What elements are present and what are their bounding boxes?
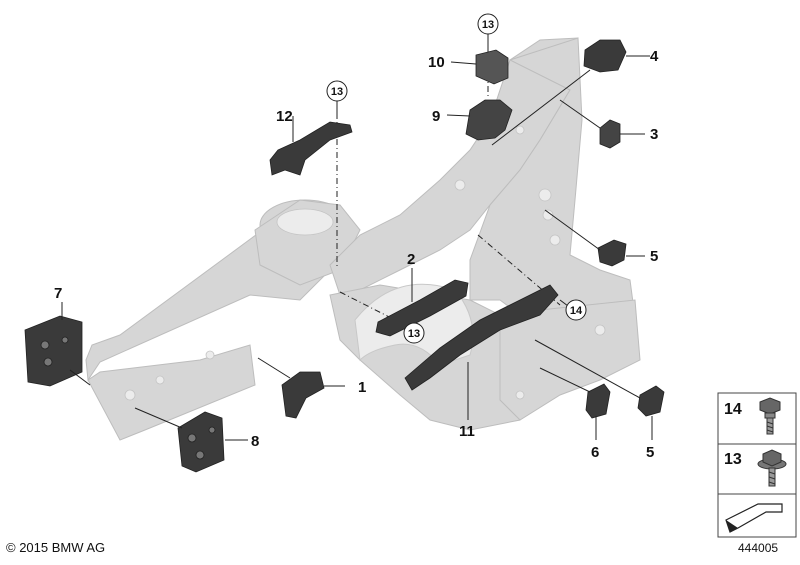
direction-arrow-icon: [725, 503, 783, 533]
diagram-id: 444005: [738, 541, 779, 555]
callout-3: 3: [650, 126, 658, 143]
bracket-part-9: [465, 99, 513, 141]
rail-part-11: [404, 284, 559, 391]
bracket-part-12: [269, 121, 353, 176]
flange-bolt-icon: [757, 449, 787, 487]
legend-label-13: 13: [724, 451, 742, 468]
reinforcement-part-2: [375, 279, 469, 337]
svg-text:13: 13: [482, 19, 494, 31]
nut-part-3: [599, 119, 621, 149]
callout-8: 8: [251, 433, 259, 450]
plate-part-7: [24, 315, 83, 387]
fastener-legend: 14 13: [717, 392, 797, 538]
callout-5-lower: 5: [646, 444, 654, 461]
callout-13-right: 13: [477, 13, 499, 35]
callout-14: 14: [565, 299, 587, 321]
bolt-icon: [759, 397, 781, 435]
callout-13-top: 13: [326, 80, 348, 102]
bracket-part-4: [583, 39, 627, 73]
svg-text:13: 13: [408, 328, 420, 340]
legend-label-14: 14: [724, 401, 742, 418]
callout-6: 6: [591, 444, 599, 461]
bracket-part-5-upper: [597, 239, 627, 267]
callout-4: 4: [650, 48, 659, 65]
callout-1: 1: [358, 379, 366, 396]
plate-part-8: [177, 411, 225, 473]
bracket-part-10: [475, 49, 509, 85]
callout-9: 9: [432, 108, 440, 125]
circled-callouts: 13 13 13 14: [326, 13, 587, 344]
callout-13-middle: 13: [403, 322, 425, 344]
frame-details: [124, 125, 606, 401]
callout-5-upper: 5: [650, 248, 658, 265]
callout-10: 10: [428, 54, 445, 71]
svg-text:14: 14: [570, 305, 583, 317]
leader-lines: [61, 34, 653, 441]
callout-12: 12: [276, 108, 293, 125]
callout-11: 11: [459, 423, 475, 440]
bracket-part-6: [585, 383, 611, 419]
callout-7: 7: [54, 285, 62, 302]
callout-labels: 1 2 3 4 5 5 6 7 8 9 10 11 12: [54, 48, 659, 461]
bracket-part-1: [281, 371, 325, 419]
callout-2: 2: [407, 251, 415, 268]
bracket-part-5-lower: [637, 385, 665, 417]
copyright-text: © 2015 BMW AG: [6, 540, 106, 555]
svg-text:13: 13: [331, 86, 343, 98]
